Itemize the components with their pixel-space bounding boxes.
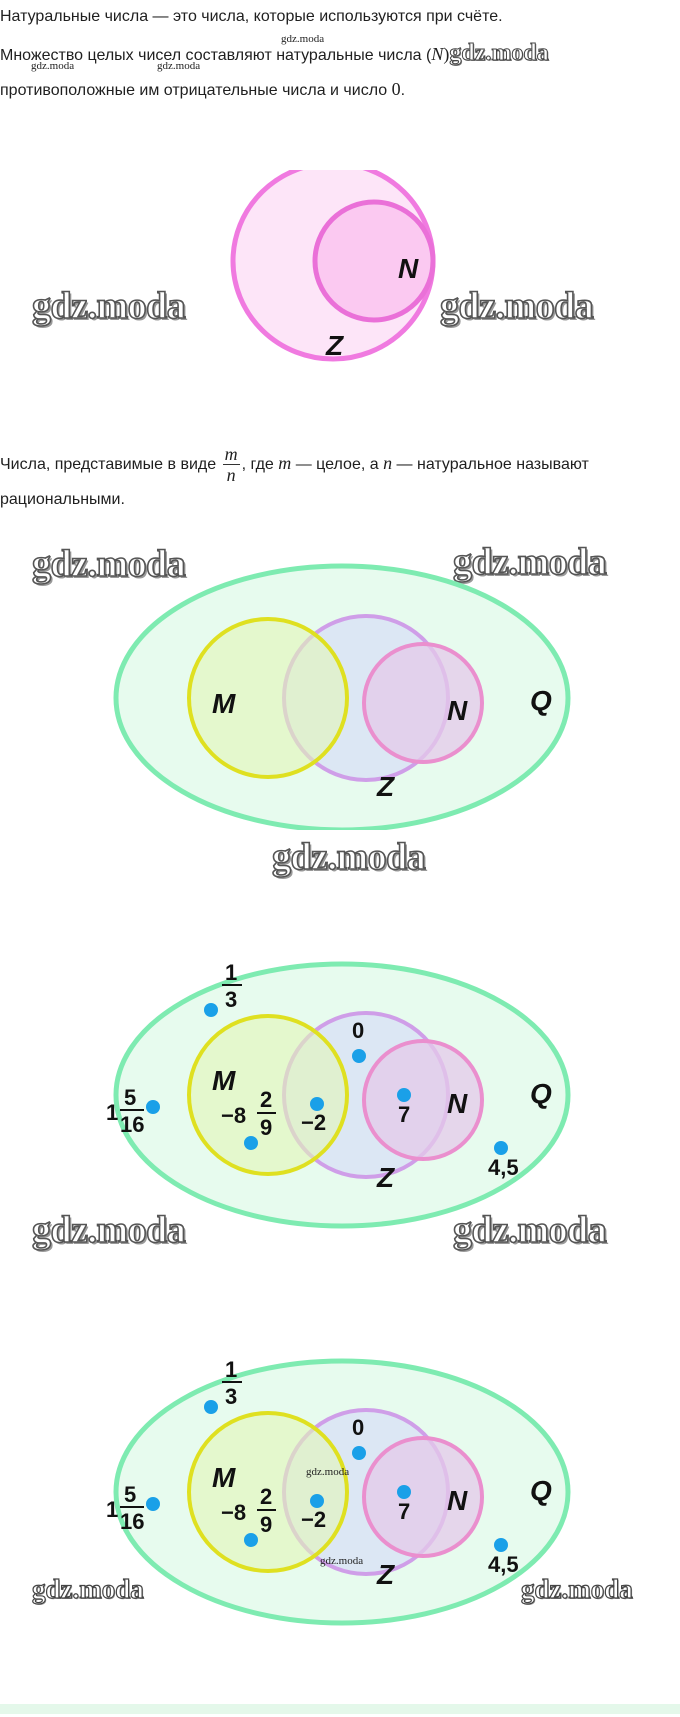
paragraph-integers-cont: противоположные им отрицательные числа и… [0, 79, 406, 99]
number-neg2: −2 [301, 1110, 326, 1135]
dot-zero [352, 1446, 366, 1460]
watermark-small: gdz.moda [31, 60, 75, 72]
number-neg8-num: 2 [260, 1087, 272, 1112]
watermark: gdz.moda [31, 1573, 144, 1604]
watermark: gdz.moda [452, 540, 607, 584]
label-n: N [398, 253, 419, 284]
dot-one-third [204, 1003, 218, 1017]
label-n: N [447, 695, 468, 726]
dot-neg8 [244, 1136, 258, 1150]
label-z: Z [376, 1162, 395, 1193]
dot-zero [352, 1049, 366, 1063]
watermark: gdz.moda [31, 284, 186, 328]
watermark: gdz.moda [439, 284, 594, 328]
number-four-five: 4,5 [488, 1552, 519, 1577]
number-one-third-num: 1 [225, 1357, 237, 1382]
watermark-small: gdz.moda [281, 33, 325, 45]
dot-one-third [204, 1400, 218, 1414]
label-z: Z [325, 330, 344, 361]
set-n-circle [362, 642, 484, 764]
watermark-small: gdz.moda [157, 60, 201, 72]
paragraph-natural: Натуральные числа — это числа, которые и… [0, 8, 503, 25]
watermark: gdz.moda [31, 542, 186, 586]
label-q: Q [530, 1078, 552, 1109]
venn-numbers-diagram-repeat: M N Q Z 1 3 0 1 5 16 −8 2 9 −2 7 4,5 [106, 1357, 571, 1626]
label-n: N [447, 1088, 468, 1119]
watermark: gdz.moda [520, 1573, 633, 1604]
number-neg8-whole: −8 [221, 1103, 246, 1128]
dot-seven [397, 1088, 411, 1102]
label-m: M [212, 1462, 236, 1493]
set-n-circle [362, 1436, 484, 1558]
number-seven: 7 [398, 1102, 410, 1127]
watermark-small: gdz.moda [306, 1466, 350, 1478]
dot-neg2 [310, 1494, 324, 1508]
set-n-circle [362, 1039, 484, 1161]
number-mixed-whole: 1 [106, 1497, 118, 1522]
dot-neg2 [310, 1097, 324, 1111]
number-one-third-den: 3 [225, 987, 237, 1012]
dot-four-five [494, 1141, 508, 1155]
watermark: gdz.moda [31, 1208, 186, 1252]
watermark-inline: gdz.moda [449, 40, 549, 67]
number-mixed-num: 5 [124, 1085, 136, 1110]
number-neg8-den: 9 [260, 1512, 272, 1537]
venn-rational-diagram: M N Q Z [113, 563, 571, 830]
number-one-third-num: 1 [225, 960, 237, 985]
dot-seven [397, 1485, 411, 1499]
dot-mixed [146, 1497, 160, 1511]
number-seven: 7 [398, 1499, 410, 1524]
label-m: M [212, 688, 236, 719]
dot-mixed [146, 1100, 160, 1114]
number-one-third-den: 3 [225, 1384, 237, 1409]
dot-neg8 [244, 1533, 258, 1547]
bottom-separator [0, 1704, 680, 1714]
number-mixed-den: 16 [120, 1509, 144, 1534]
watermark-small: gdz.moda [320, 1555, 364, 1567]
label-n: N [447, 1485, 468, 1516]
label-q: Q [530, 1475, 552, 1506]
label-z: Z [376, 771, 395, 802]
venn-integers-diagram: N Z [230, 170, 436, 362]
set-m-circle [187, 1411, 349, 1573]
watermark: gdz.moda [271, 835, 426, 879]
watermark: gdz.moda [452, 1208, 607, 1252]
number-mixed-num: 5 [124, 1482, 136, 1507]
venn-numbers-diagram: M N Q Z 1 3 0 1 5 16 −8 2 9 −2 7 4,5 [106, 960, 571, 1229]
label-q: Q [530, 685, 552, 716]
number-neg8-num: 2 [260, 1484, 272, 1509]
number-zero: 0 [352, 1415, 364, 1440]
number-zero: 0 [352, 1018, 364, 1043]
number-neg8-whole: −8 [221, 1500, 246, 1525]
number-neg8-den: 9 [260, 1115, 272, 1140]
set-m-circle [187, 1014, 349, 1176]
number-four-five: 4,5 [488, 1155, 519, 1180]
label-z: Z [376, 1559, 395, 1590]
paragraph-rational-cont: рациональными. [0, 491, 125, 508]
number-neg2: −2 [301, 1507, 326, 1532]
number-mixed-whole: 1 [106, 1100, 118, 1125]
set-m-circle [187, 617, 349, 779]
number-mixed-den: 16 [120, 1112, 144, 1137]
paragraph-integers: Множество целых чисел составляют натурал… [0, 40, 549, 67]
label-m: M [212, 1065, 236, 1096]
dot-four-five [494, 1538, 508, 1552]
set-n-circle [312, 199, 436, 323]
